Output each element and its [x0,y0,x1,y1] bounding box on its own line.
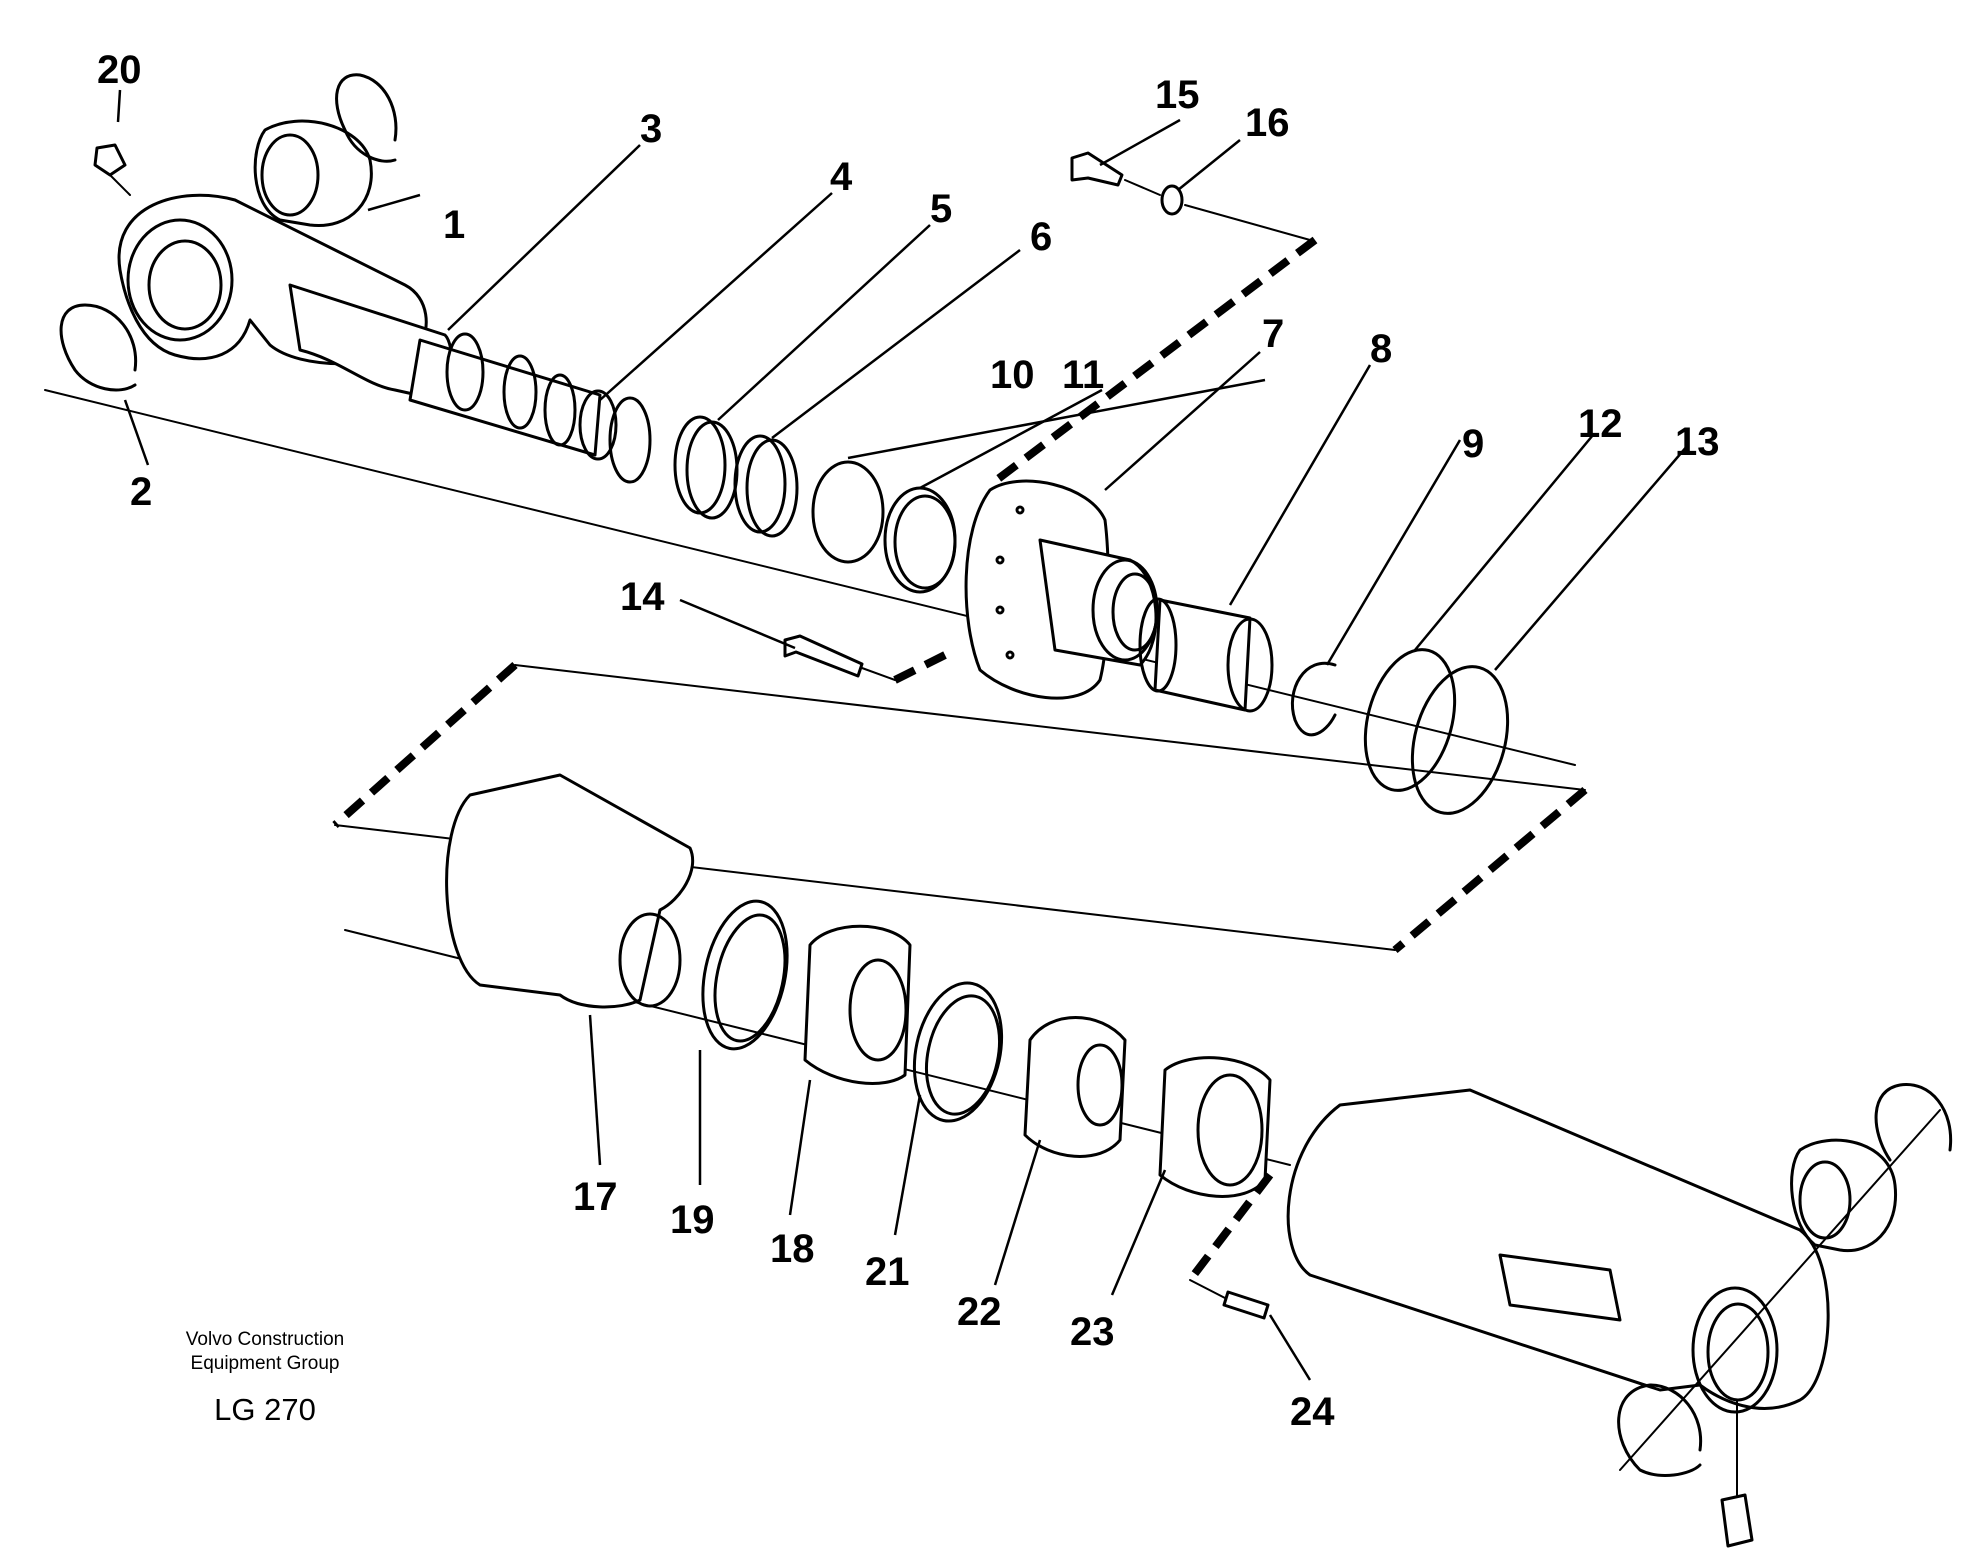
seal-ring [733,434,787,534]
callout-4: 4 [830,155,853,199]
seal-ring [685,420,739,520]
seal-ring [608,396,652,484]
spherical-bearing [253,119,373,228]
piston-nut [1023,1016,1127,1158]
callout-21: 21 [865,1250,910,1294]
cylinder-barrel-assembly [332,662,1953,1548]
seal-ring [811,460,885,564]
callout-8: 8 [1370,327,1392,371]
piston-rod-assembly [44,73,1576,815]
screw [1070,151,1124,187]
drawing-code: LG 270 [214,1392,316,1427]
callout-24: 24 [1290,1390,1335,1434]
callout-1: 1 [443,203,465,247]
callout-15: 15 [1155,73,1200,117]
piston [803,924,912,1085]
leader-lines [116,89,1689,1381]
callout-3: 3 [640,107,662,151]
wiper-ring [1410,665,1510,815]
company-line-1: Volvo Construction [185,1329,345,1350]
cylinder-bottom-eye [1286,1088,1830,1410]
callout-labels: 1 2 3 4 5 6 7 8 9 10 11 12 13 14 15 16 1… [97,48,1720,1434]
set-screw [1222,1290,1270,1320]
callout-6: 6 [1030,215,1052,259]
callout-23: 23 [1070,1310,1115,1354]
callout-19: 19 [670,1198,715,1242]
callout-22: 22 [957,1290,1002,1334]
cylinder-barrel [445,773,695,1009]
callout-16: 16 [1245,101,1290,145]
callout-10: 10 [990,353,1035,397]
callout-17: 17 [573,1175,618,1219]
callout-5: 5 [930,187,952,231]
spherical-bearing [1790,1138,1898,1253]
guide-bushing [1153,598,1252,712]
screw [783,634,864,678]
circlip [59,303,138,392]
washer [1160,184,1184,216]
spacer-sleeve [1158,1056,1272,1198]
circlip [335,73,398,163]
company-line-2: Equipment Group [190,1353,340,1374]
callout-11: 11 [1062,353,1104,397]
seal-ring [673,415,727,515]
wiper-ring [1363,648,1457,792]
callout-20: 20 [97,48,142,92]
seal-ring [745,438,799,538]
callout-12: 12 [1578,402,1623,446]
circlip [1874,1082,1953,1162]
callout-2: 2 [130,470,152,514]
callout-13: 13 [1675,420,1720,464]
company-caption: Volvo Construction Equipment Group [150,1328,380,1376]
callout-18: 18 [770,1227,815,1271]
snap-ring [1290,661,1337,737]
callout-14: 14 [620,575,665,619]
lube-nipple [1720,1493,1754,1548]
callout-9: 9 [1462,422,1484,466]
guide-ring [912,981,1004,1123]
callout-7: 7 [1262,312,1284,356]
lube-nipple [93,143,127,177]
circlip [1617,1383,1703,1477]
